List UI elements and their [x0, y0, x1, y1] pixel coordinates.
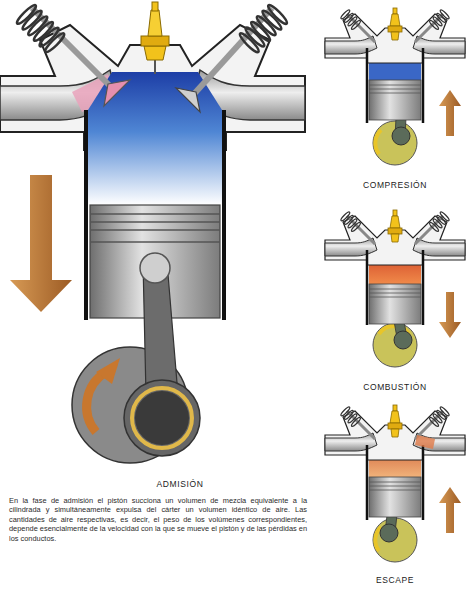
- piston-direction-arrow: [10, 175, 72, 312]
- piston: [369, 477, 421, 517]
- intake-engine: [0, 2, 305, 463]
- valve-spring: [15, 3, 66, 54]
- crankshaft-web: [373, 323, 417, 367]
- exhaust-flow: [415, 435, 435, 449]
- piston-rings: [90, 214, 220, 242]
- exhaust-valve-stem: [194, 8, 272, 94]
- exhaust-valve-head: [176, 88, 200, 112]
- intake-valve-stem: [32, 8, 112, 88]
- rotation-arrow: [375, 130, 381, 154]
- piston-pin: [140, 253, 170, 283]
- big-end: [124, 380, 200, 456]
- big-end: [394, 331, 412, 349]
- spark-plug: [141, 2, 169, 74]
- stroke-label: ESCAPE: [376, 576, 414, 585]
- big-end: [392, 127, 410, 145]
- piston: [369, 284, 421, 324]
- crankshaft-web: [373, 121, 417, 165]
- bearing: [132, 388, 192, 448]
- rotation-arrow: [87, 372, 106, 432]
- piston: [369, 80, 421, 120]
- compression-engine: [325, 8, 465, 165]
- stroke-label: COMBUSTIÓN: [363, 383, 427, 392]
- combustion-engine: [325, 210, 465, 367]
- intake-valve-head: [104, 80, 130, 106]
- big-end: [380, 524, 398, 542]
- rotation-arrowhead: [96, 358, 120, 384]
- stroke-label: ADMISIÓN: [157, 480, 204, 489]
- cylinder-wall: [84, 110, 88, 320]
- crank-pin: [135, 391, 189, 445]
- stroke-label: COMPRESIÓN: [363, 181, 427, 190]
- cylinder-wall: [222, 110, 226, 320]
- figure-caption: En la fase de admisión el pistón succion…: [9, 496, 307, 543]
- exhaust-engine: [325, 405, 465, 562]
- combustion-chamber: [88, 72, 222, 205]
- valve-spring: [238, 3, 289, 54]
